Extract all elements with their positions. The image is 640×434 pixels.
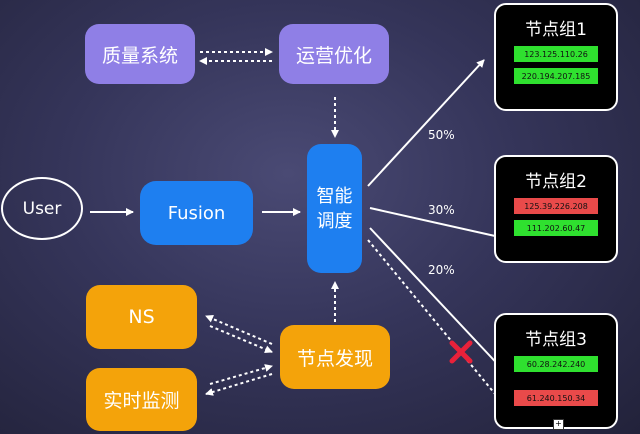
- user-node: User: [1, 177, 83, 240]
- dispatch-label-line2: 调度: [316, 210, 353, 232]
- quality-system-label: 质量系统: [101, 44, 178, 67]
- node-group-1-ip-2: 220.194.207.185: [514, 68, 598, 84]
- node-group-2: 节点组2 125.39.226.208 111.202.60.47: [494, 155, 618, 263]
- ns-node: NS: [86, 285, 197, 349]
- node-group-3-ip-2: 61.240.150.34: [514, 390, 598, 406]
- node-discovery-label: 节点发现: [296, 347, 373, 370]
- dispatch-to-group1-arrow: [367, 59, 485, 187]
- discovery-to-ns-arrow: [205, 315, 273, 345]
- dispatch-to-group2-arrow: [369, 207, 505, 241]
- ops-optimization-node: 运营优化: [279, 24, 389, 84]
- weight-label-group3: 20%: [428, 263, 455, 277]
- dispatch-to-group3-arrow: [369, 227, 506, 373]
- cross-icon: [449, 340, 473, 364]
- weight-label-group2: 30%: [428, 203, 455, 217]
- smart-dispatch-node: 智能 调度: [307, 144, 362, 273]
- node-discovery-node: 节点发现: [280, 325, 390, 389]
- monitor-to-discovery-arrow: [209, 364, 273, 385]
- node-group-2-ip-2: 111.202.60.47: [514, 220, 598, 236]
- discovery-to-monitor-arrow: [205, 373, 273, 396]
- fusion-label: Fusion: [167, 202, 226, 224]
- weight-label-group1: 50%: [428, 128, 455, 142]
- fusion-node: Fusion: [140, 181, 253, 245]
- user-label: User: [22, 198, 62, 219]
- node-group-1-title: 节点组1: [525, 20, 587, 40]
- dispatch-label-line1: 智能: [316, 185, 353, 207]
- node-group-1-ip-1: 123.125.110.26: [514, 46, 598, 62]
- quality-system-node: 质量系统: [85, 24, 195, 84]
- node-group-1: 节点组1 123.125.110.26 220.194.207.185: [494, 3, 618, 111]
- node-group-2-title: 节点组2: [525, 172, 587, 192]
- realtime-monitor-label: 实时监测: [103, 390, 180, 412]
- ns-label: NS: [128, 306, 155, 328]
- realtime-monitor-node: 实时监测: [86, 368, 197, 431]
- node-group-3-ip-1: 60.28.242.240: [514, 356, 598, 372]
- node-group-3-title: 节点组3: [525, 330, 587, 350]
- ns-to-discovery-arrow: [209, 325, 273, 353]
- ops-optimization-label: 运营优化: [295, 44, 372, 67]
- move-cursor-icon: +: [553, 419, 564, 430]
- node-group-2-ip-1: 125.39.226.208: [514, 198, 598, 214]
- node-group-3: 节点组3 60.28.242.240 61.240.150.34: [494, 313, 618, 429]
